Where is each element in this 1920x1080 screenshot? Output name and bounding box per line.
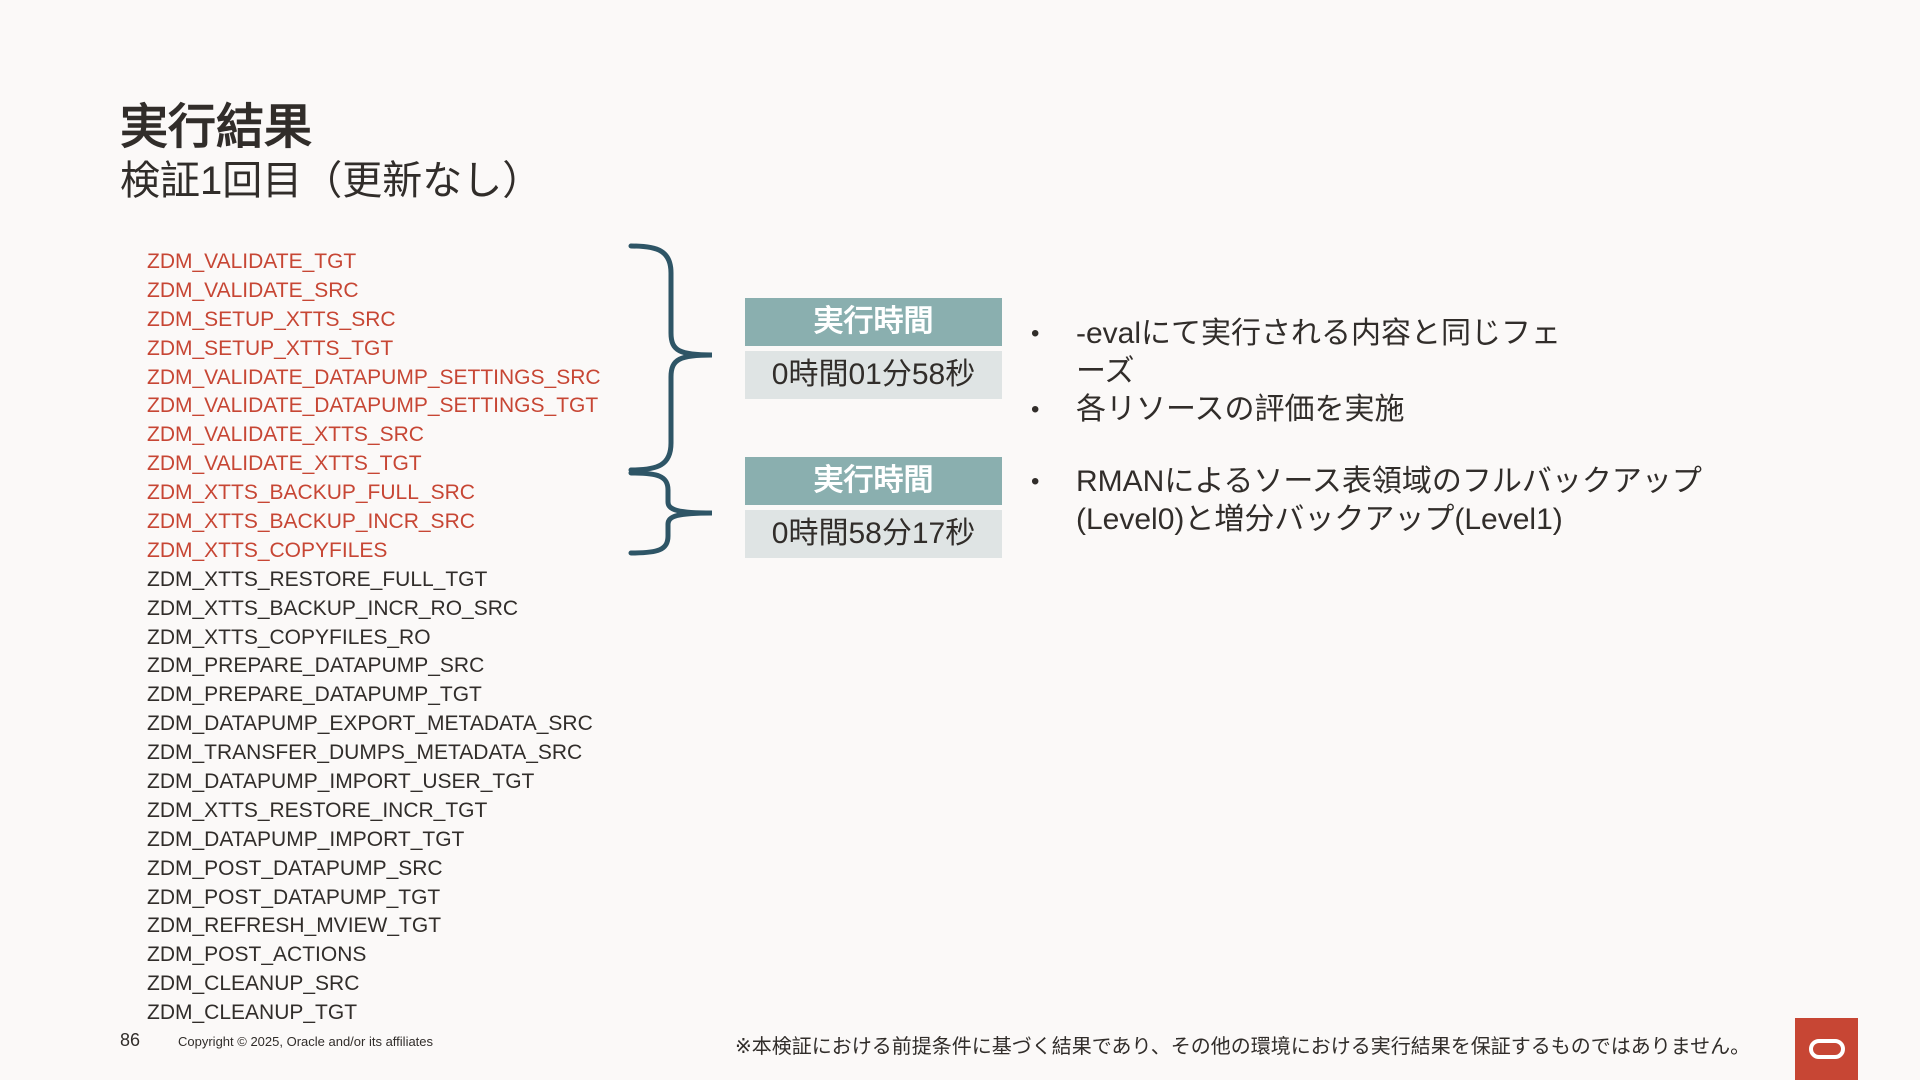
phase-item: ZDM_TRANSFER_DUMPS_METADATA_SRC [147,741,583,765]
phase-item: ZDM_DATAPUMP_IMPORT_TGT [147,827,465,851]
phase-item: ZDM_XTTS_COPYFILES [147,538,388,562]
brace-icon-group2 [628,470,713,556]
phase-item: ZDM_VALIDATE_XTTS_TGT [147,452,422,476]
execution-time-value: 0時間01分58秒 [745,351,1002,399]
phase-item: ZDM_DATAPUMP_EXPORT_METADATA_SRC [147,712,593,736]
phase-item: ZDM_PREPARE_DATAPUMP_SRC [147,654,485,678]
phase-item: ZDM_REFRESH_MVIEW_TGT [147,914,442,938]
group1-bullets: -evalにて実行される内容と同じフェーズ 各リソースの評価を実施 [1031,315,1591,429]
bullet-item: RMANによるソース表領域のフルバックアップ(Level0)と増分バックアップ(… [1031,463,1771,539]
execution-time-box-1: 実行時間 0時間01分58秒 [745,298,1002,399]
phase-item: ZDM_SETUP_XTTS_SRC [147,307,396,331]
phase-item: ZDM_POST_DATAPUMP_TGT [147,885,441,909]
phase-item: ZDM_VALIDATE_DATAPUMP_SETTINGS_SRC [147,365,601,389]
phase-item: ZDM_XTTS_BACKUP_INCR_RO_SRC [147,596,519,620]
bullet-item: 各リソースの評価を実施 [1031,391,1591,429]
phase-item: ZDM_XTTS_COPYFILES_RO [147,625,431,649]
phase-item: ZDM_DATAPUMP_IMPORT_USER_TGT [147,770,535,794]
page-number: 86 [120,1030,141,1050]
phase-item: ZDM_XTTS_RESTORE_INCR_TGT [147,798,488,822]
execution-time-label: 実行時間 [745,298,1002,346]
phase-item: ZDM_PREPARE_DATAPUMP_TGT [147,683,482,707]
phase-item: ZDM_VALIDATE_XTTS_SRC [147,423,424,447]
phase-item: ZDM_CLEANUP_SRC [147,972,360,996]
phase-item: ZDM_VALIDATE_TGT [147,250,357,273]
execution-time-value: 0時間58分17秒 [745,510,1002,558]
group2-bullets: RMANによるソース表領域のフルバックアップ(Level0)と増分バックアップ(… [1031,463,1771,539]
copyright-text: Copyright © 2025, Oracle and/or its affi… [178,1034,434,1049]
phase-item: ZDM_POST_DATAPUMP_SRC [147,856,443,880]
slide-title: 実行結果 [120,101,313,154]
execution-time-label: 実行時間 [745,457,1002,505]
phase-item: ZDM_VALIDATE_DATAPUMP_SETTINGS_TGT [147,394,599,418]
phase-item: ZDM_SETUP_XTTS_TGT [147,336,394,360]
phase-item: ZDM_CLEANUP_TGT [147,1001,358,1025]
disclaimer-note: ※本検証における前提条件に基づく結果であり、その他の環境における実行結果を保証す… [735,1036,1751,1058]
phase-item: ZDM_VALIDATE_SRC [147,278,359,302]
bullet-item: -evalにて実行される内容と同じフェーズ [1031,315,1591,391]
slide-subtitle: 検証1回目（更新なし） [120,159,543,203]
phase-item: ZDM_XTTS_BACKUP_FULL_SRC [147,481,475,505]
phase-item: ZDM_XTTS_RESTORE_FULL_TGT [147,567,488,591]
brace-icon-group1 [628,243,713,473]
phase-item: ZDM_XTTS_BACKUP_INCR_SRC [147,510,475,534]
execution-time-box-2: 実行時間 0時間58分17秒 [745,457,1002,558]
oracle-logo-icon [1795,1018,1858,1080]
phase-item: ZDM_POST_ACTIONS [147,943,367,967]
phase-list: ZDM_VALIDATE_TGT ZDM_VALIDATE_SRC ZDM_SETU… [147,248,601,1028]
